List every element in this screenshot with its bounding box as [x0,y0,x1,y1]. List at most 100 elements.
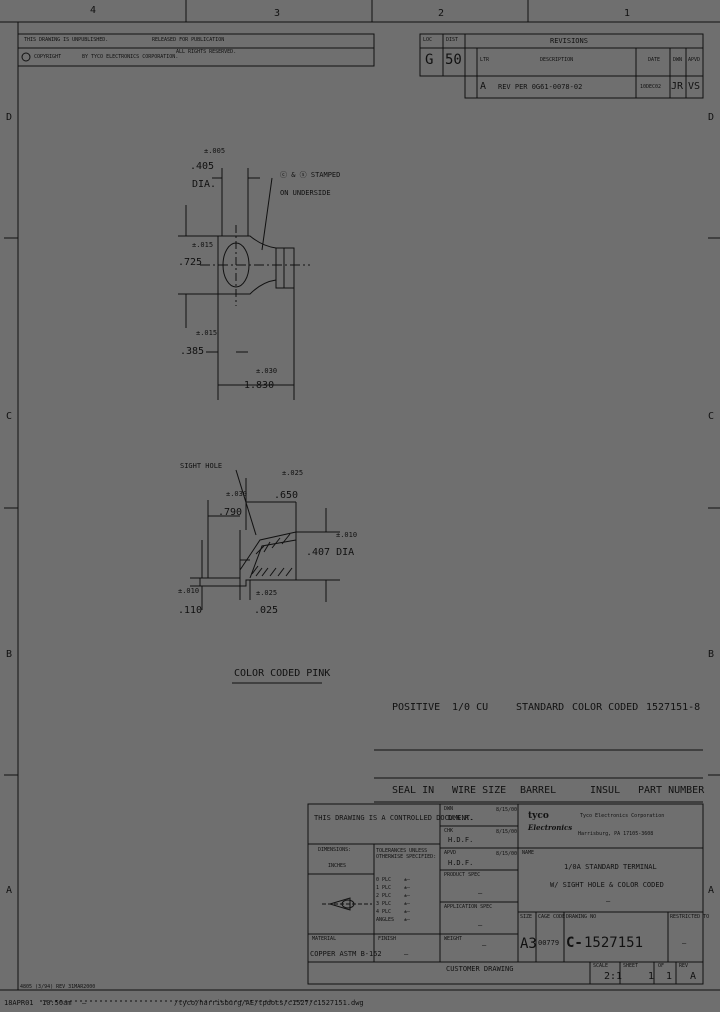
zone-letter-a-right: A [708,885,715,896]
footer-dash: — [82,999,87,1007]
color-coded-note: COLOR CODED PINK [234,668,331,679]
bom-header-seal: SEAL IN [392,785,435,796]
product-spec-label: PRODUCT SPEC [444,872,481,878]
form-number: 4805 (3/94) REV 31MAR2000 [20,984,96,990]
tol-010a: ±.010 [336,531,358,539]
footer-date: 18APR01 [4,999,34,1007]
loc-label: LOC [423,37,433,43]
bom-insul: COLOR CODED [572,702,639,713]
company-address: Harrisburg, PA 17105-3608 [578,831,654,837]
tol-val-2: ±— [404,893,411,899]
dwn-label: DWN [444,806,454,812]
dim-110: .110 [178,605,203,616]
apvd-name: H.D.F. [448,859,474,867]
finish-label: FINISH [378,936,397,942]
restricted-label: RESTRICTED TO [670,914,710,920]
dimensions-value: INCHES [328,863,347,869]
tol-row-2: 2 PLC [376,893,392,899]
material-label: MATERIAL [312,936,337,942]
sheet-value: 1 [648,971,655,982]
apvd-label: APVD [444,850,457,856]
rev-col-dwn: DWN [673,57,683,63]
logo-tyco: tyco [528,811,549,821]
dim-405: .405 [190,161,215,172]
of-value: 1 [666,971,673,982]
dist-value: 50 [445,52,462,68]
rev-value: A [690,971,697,982]
tyco-logo: tyco Electronics [528,811,572,836]
copyright-label: COPYRIGHT [34,54,62,60]
controlled-document: THIS DRAWING IS A CONTROLLED DOCUMENT. [314,814,475,822]
rev-col-apvd: APVD [688,57,701,63]
zone-number-4: 4 [90,5,97,16]
finish-value: — [404,950,409,958]
dwn-date: 8/15/00 [496,807,518,813]
tol-val-0: ±— [404,877,411,883]
product-spec-value: — [478,889,483,897]
tol-row-4: 4 PLC [376,909,392,915]
application-spec-label: APPLICATION SPEC [444,904,493,910]
chk-label: CHK [444,828,454,834]
chk-date: 8/15/00 [496,829,518,835]
rev-col-ltr: LTR [480,57,490,63]
chk-name: H.D.F. [448,836,474,844]
rights-reserved: ALL RIGHTS RESERVED. [176,49,237,55]
dim-725: .725 [178,257,203,268]
tol-030: ±.030 [256,367,278,375]
sight-hole-label: SIGHT HOLE [180,462,223,470]
rev-row-dwn: JR [671,81,684,92]
tol-005: ±.005 [204,147,226,155]
dim-650: .650 [274,490,299,501]
footer-file-path: /tyco/harrisburg/AE/tpdocs/c1527/c152715… [174,999,364,1007]
zone-letter-c: C [6,411,13,422]
dim-025: .025 [254,605,279,616]
size-value: A3 [520,936,537,952]
zone-letter-d-right: D [708,112,715,123]
stamp-note-line1: ⓒ & ⓢ STAMPED [280,171,341,179]
dim-1830: 1.830 [244,380,275,391]
dim-dia: DIA. [192,179,217,190]
rev-row-apvd: VS [688,81,701,92]
cage-value: 00779 [538,939,560,947]
tol-val-5: ±— [404,917,411,923]
tol-030-side: ±.030 [226,490,248,498]
dim-790: .790 [218,507,243,518]
weight-value: — [482,941,487,949]
name-line3: — [606,897,611,905]
bom-wire: 1/0 CU [452,702,489,713]
zone-letter-b-right: B [708,649,715,660]
zone-letter-c-right: C [708,411,715,422]
dwn-name: D.K.K. [448,814,474,822]
restricted-value: — [682,939,687,947]
zone-letter-a: A [6,885,13,896]
tol-val-1: ±— [404,885,411,891]
revisions-title: REVISIONS [550,37,588,45]
loc-value: G [425,52,434,68]
drawing-no-label: DRAWING NO [566,914,597,920]
tol-row-1: 1 PLC [376,885,392,891]
bom-barrel: STANDARD [516,702,565,713]
tol-015a: ±.015 [192,241,214,249]
rev-row-desc: REV PER 0G61-0078-02 [498,83,583,91]
bom-header-wire: WIRE SIZE [452,785,507,796]
tol-025a: ±.025 [282,469,304,477]
stamp-note-line2: ON UNDERSIDE [280,189,331,197]
application-spec-value: — [478,921,483,929]
material-value: COPPER ASTM B-152 [310,950,382,958]
bom-header-part-number: PART NUMBER [638,785,705,796]
footer-time: 10:50am [42,999,72,1007]
zone-number-2: 2 [438,8,445,19]
of-label: OF [658,963,665,969]
tolerances-label: TOLERANCES UNLESS OTHERWISE SPECIFIED: [376,848,437,860]
tol-015b: ±.015 [196,329,218,337]
bom-header-barrel: BARREL [520,785,557,796]
rev-col-date: DATE [648,57,661,63]
size-label: SIZE [520,914,533,920]
company-copyright: BY TYCO ELECTRONICS CORPORATION. [82,54,179,60]
zone-letter-d: D [6,112,13,123]
drawing-prefix: C- [566,935,583,951]
scale-value: 2:1 [604,971,623,982]
tol-val-3: ±— [404,901,411,907]
tol-025b: ±.025 [256,589,278,597]
